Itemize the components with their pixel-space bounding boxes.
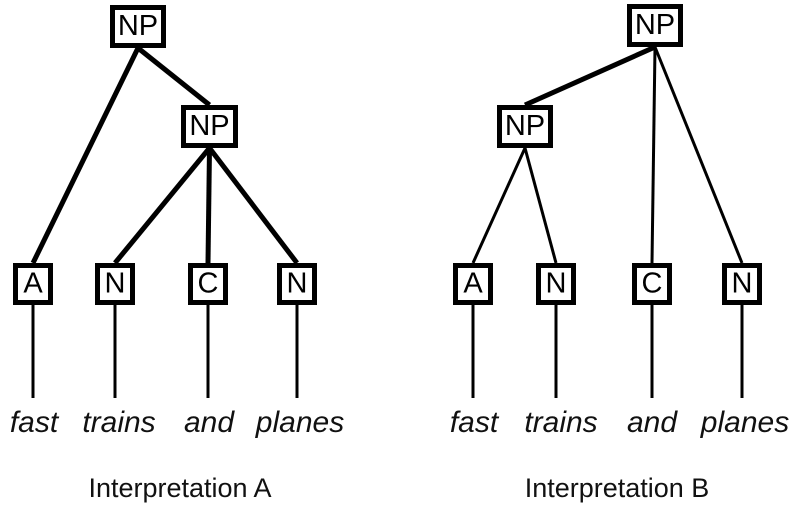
node-box bbox=[627, 4, 683, 47]
tree-interpretation-a: fast trains and planes NP NP A N C N Interpretatio… bbox=[10, 5, 344, 503]
tree-node-c-c1[interactable]: C bbox=[188, 263, 228, 305]
word-group: fast trains and planes bbox=[450, 305, 789, 439]
node-label: C bbox=[198, 268, 219, 300]
word-group: fast trains and planes bbox=[10, 305, 344, 439]
node-label: A bbox=[463, 268, 483, 300]
tree-edge-np-inner-to-n1 bbox=[113, 146, 212, 265]
word-label-trains: trains bbox=[524, 406, 597, 439]
tree-edge-np-root-to-c1 bbox=[650, 46, 657, 264]
node-box bbox=[277, 263, 317, 305]
word-label-planes: planes bbox=[700, 406, 789, 439]
caption-interpretation-b: Interpretation B bbox=[525, 473, 710, 503]
tree-edge-np-root-to-a1 bbox=[30, 46, 141, 265]
tree-edge-np-inner-to-n1 bbox=[523, 147, 558, 264]
word-label-and: and bbox=[184, 406, 235, 439]
node-box bbox=[181, 105, 238, 148]
word-label-and: and bbox=[627, 406, 678, 439]
tree-edge-np-inner-to-a1 bbox=[471, 147, 527, 264]
node-label: NP bbox=[635, 9, 675, 41]
tree-edge-np-inner-to-c1 bbox=[205, 147, 212, 264]
node-group: NP NP A N C N bbox=[453, 4, 762, 305]
node-box bbox=[497, 105, 553, 148]
tree-node-a-a1[interactable]: A bbox=[453, 263, 493, 305]
tree-node-np-np-root[interactable]: NP bbox=[110, 5, 166, 48]
tree-node-c-c1[interactable]: C bbox=[632, 263, 672, 305]
edge-group bbox=[30, 46, 299, 265]
node-box bbox=[536, 263, 576, 305]
tree-node-n-n2[interactable]: N bbox=[277, 263, 317, 305]
node-box bbox=[722, 263, 762, 305]
edge-group bbox=[471, 44, 744, 264]
node-label: N bbox=[546, 268, 567, 300]
node-label: C bbox=[642, 268, 663, 300]
node-box bbox=[95, 263, 135, 305]
tree-edge-np-root-to-n2 bbox=[653, 46, 744, 264]
node-label: NP bbox=[505, 110, 545, 142]
tree-edge-np-root-to-np-inner bbox=[136, 46, 212, 107]
node-box bbox=[188, 263, 228, 305]
word-label-fast: fast bbox=[10, 406, 60, 439]
node-label: NP bbox=[118, 10, 158, 42]
tree-node-np-np-inner[interactable]: NP bbox=[181, 105, 238, 148]
node-box bbox=[110, 5, 166, 48]
tree-node-np-np-root[interactable]: NP bbox=[627, 4, 683, 47]
tree-node-n-n2[interactable]: N bbox=[722, 263, 762, 305]
node-group: NP NP A N C N bbox=[13, 5, 317, 305]
tree-node-a-a1[interactable]: A bbox=[13, 263, 53, 305]
node-label: NP bbox=[189, 110, 229, 142]
tree-node-n-n1[interactable]: N bbox=[95, 263, 135, 305]
node-box bbox=[13, 263, 53, 305]
caption-interpretation-a: Interpretation A bbox=[88, 473, 271, 503]
word-label-planes: planes bbox=[255, 406, 344, 439]
tree-interpretation-b: fast trains and planes NP NP A N C N Interpretatio… bbox=[450, 4, 789, 503]
tree-edge-np-root-to-np-inner bbox=[523, 44, 657, 108]
tree-node-n-n1[interactable]: N bbox=[536, 263, 576, 305]
tree-edge-np-inner-to-n2 bbox=[207, 146, 299, 265]
node-label: N bbox=[105, 268, 126, 300]
tree-node-np-np-inner[interactable]: NP bbox=[497, 105, 553, 148]
node-box bbox=[632, 263, 672, 305]
node-label: N bbox=[287, 268, 308, 300]
word-label-trains: trains bbox=[82, 406, 155, 439]
node-label: N bbox=[732, 268, 753, 300]
word-label-fast: fast bbox=[450, 406, 500, 439]
node-box bbox=[453, 263, 493, 305]
node-label: A bbox=[23, 268, 43, 300]
